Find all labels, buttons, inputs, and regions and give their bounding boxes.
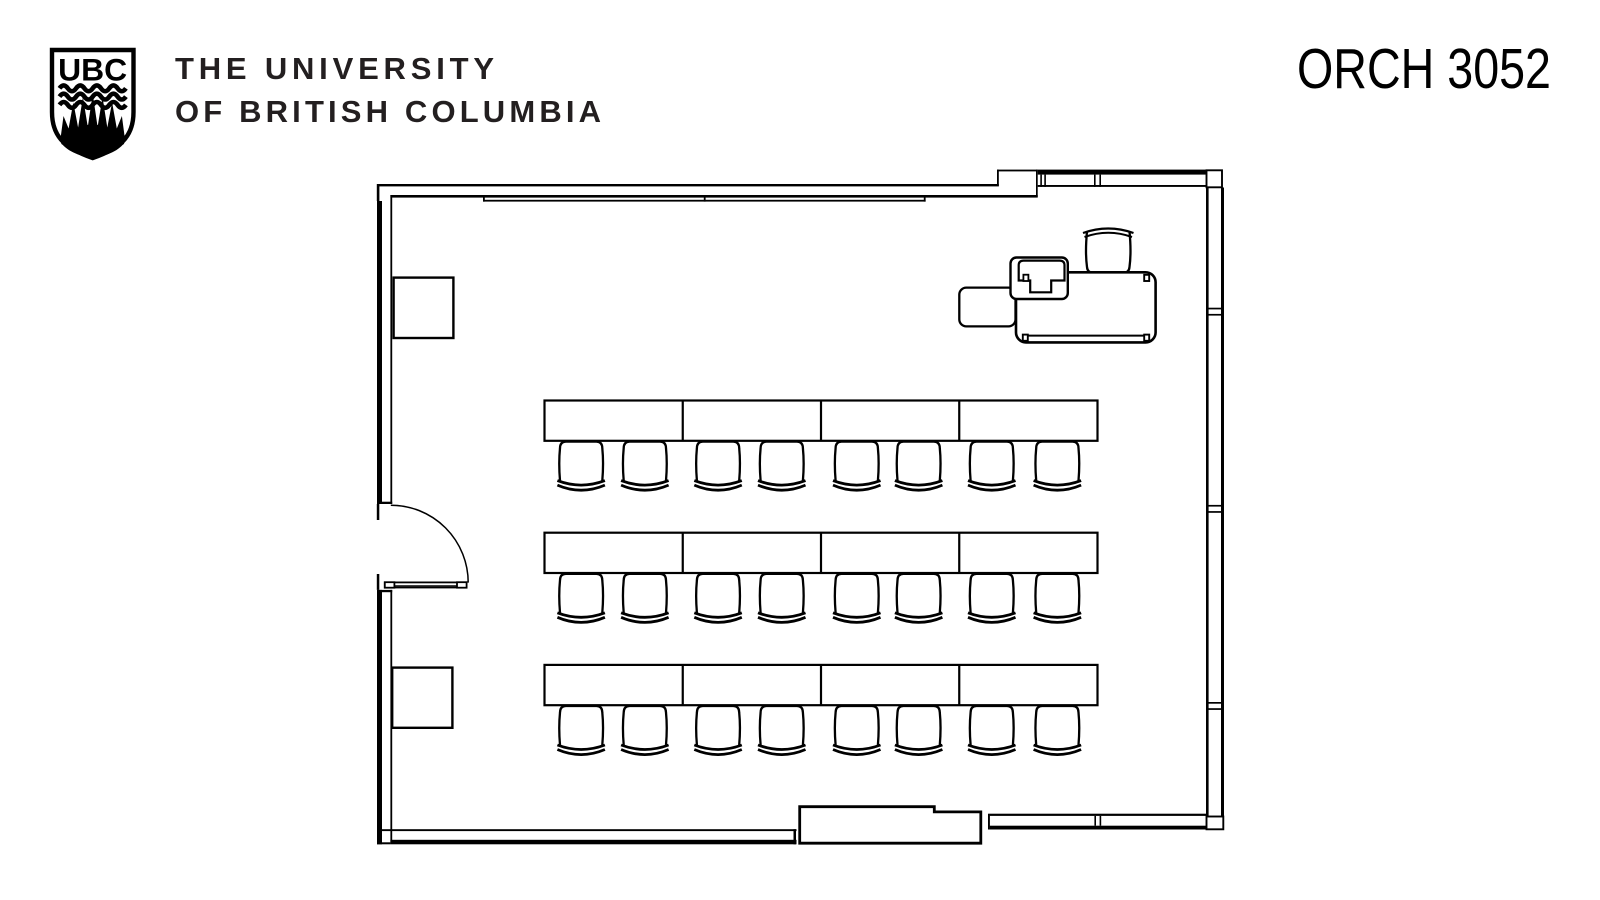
svg-text:ORCH 3052: ORCH 3052 bbox=[1297, 37, 1551, 100]
svg-text:OF BRITISH COLUMBIA: OF BRITISH COLUMBIA bbox=[175, 94, 605, 129]
svg-text:UBC: UBC bbox=[58, 52, 127, 88]
svg-text:THE UNIVERSITY: THE UNIVERSITY bbox=[175, 51, 499, 86]
